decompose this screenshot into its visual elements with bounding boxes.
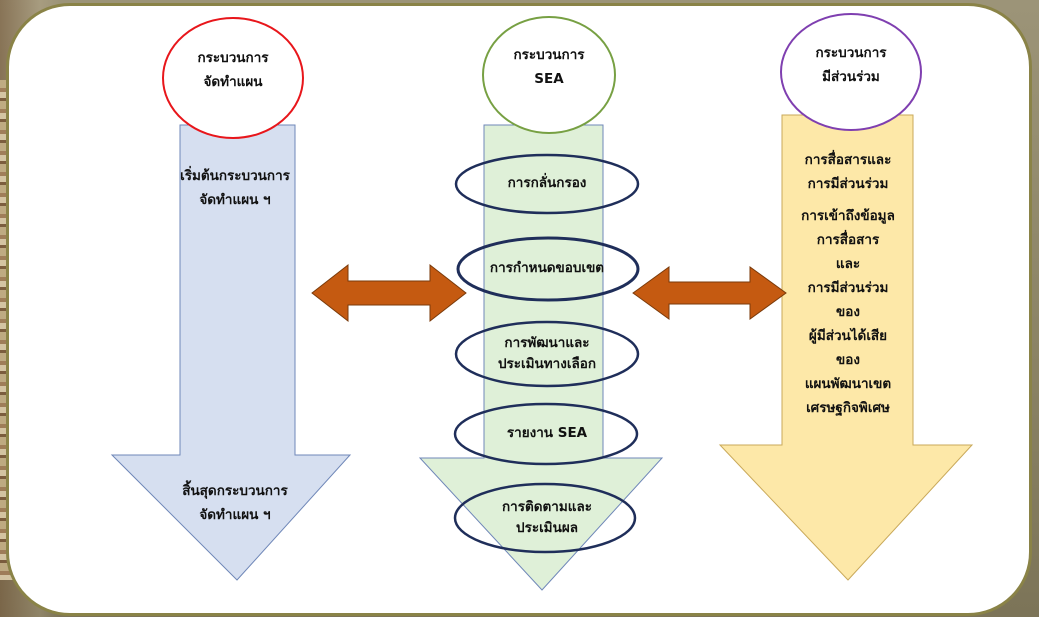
sea-step-ellipse xyxy=(453,402,639,466)
participation-title-circle xyxy=(780,13,922,131)
participation-line: เศรษฐกิจพิเศษ xyxy=(806,400,890,416)
sea-title-circle xyxy=(482,16,616,134)
plan-title-line2: จัดทำแผน xyxy=(203,73,263,90)
sea-step-scoping: การกำหนดขอบเขต xyxy=(489,260,605,276)
sea-title-line1: กระบวนการ xyxy=(513,47,585,63)
sea-step-alternatives-line2: ประเมินทางเลือก xyxy=(497,355,597,372)
sea-title-line2: SEA xyxy=(534,70,564,87)
sea-step-report: รายงาน SEA xyxy=(506,425,588,441)
plan-end-line2: จัดทำแผน ฯ xyxy=(199,506,271,523)
sea-process-arrow xyxy=(418,124,664,591)
participation-spacer xyxy=(772,196,924,204)
plan-title-line1: กระบวนการ xyxy=(197,50,269,66)
plan-end-label: สิ้นสุดกระบวนการ จัดทำแผน ฯ xyxy=(160,480,310,527)
sea-title: กระบวนการ SEA xyxy=(484,44,614,91)
participation-line: การสื่อสารและ xyxy=(804,152,892,168)
sea-step-monitoring-line2: ประเมินผล xyxy=(516,519,578,536)
sea-step-monitoring-line1: การติดตามและ xyxy=(501,499,592,515)
plan-process-arrow xyxy=(110,124,352,581)
participation-line: การมีส่วนร่วม xyxy=(807,280,889,296)
plan-start-label: เริ่มต้นกระบวนการ จัดทำแผน ฯ xyxy=(160,165,310,212)
participation-line: แผนพัฒนาเขต xyxy=(804,376,892,392)
participation-process-arrow xyxy=(718,114,974,581)
participation-line: ของ xyxy=(836,352,860,368)
participation-line: ผู้มีส่วนได้เสีย xyxy=(808,328,888,344)
plan-title-circle xyxy=(162,17,304,139)
participation-line: และ xyxy=(835,256,861,272)
right-double-arrow xyxy=(632,266,787,320)
participation-title-line1: กระบวนการ xyxy=(815,45,887,61)
participation-line: การมีส่วนร่วม xyxy=(807,176,889,192)
plan-start-line2: จัดทำแผน ฯ xyxy=(199,191,271,208)
participation-line: การสื่อสาร xyxy=(816,232,880,248)
participation-line: การเข้าถึงข้อมูล xyxy=(801,208,895,224)
participation-title-line2: มีส่วนร่วม xyxy=(822,68,880,85)
sea-step-screening: การกลั่นกรอง xyxy=(507,175,587,191)
participation-title: กระบวนการ มีส่วนร่วม xyxy=(781,42,921,89)
participation-line: ของ xyxy=(836,304,860,320)
sea-step-ellipse xyxy=(454,320,640,388)
sea-step-ellipse xyxy=(453,482,637,554)
left-double-arrow xyxy=(311,263,467,323)
sea-step-ellipse xyxy=(456,236,640,302)
sea-step-monitoring: การติดตามและ ประเมินผล xyxy=(467,497,627,539)
participation-body: การสื่อสารและ การมีส่วนร่วม การเข้าถึงข้… xyxy=(772,148,924,420)
plan-start-line1: เริ่มต้นกระบวนการ xyxy=(180,168,290,184)
sea-step-alternatives-line1: การพัฒนาและ xyxy=(504,335,590,351)
sea-step-alternatives: การพัฒนาและ ประเมินทางเลือก xyxy=(467,333,627,375)
plan-end-line1: สิ้นสุดกระบวนการ xyxy=(182,483,288,499)
plan-title: กระบวนการ จัดทำแผน xyxy=(163,47,303,94)
sea-step-ellipse xyxy=(454,153,640,215)
